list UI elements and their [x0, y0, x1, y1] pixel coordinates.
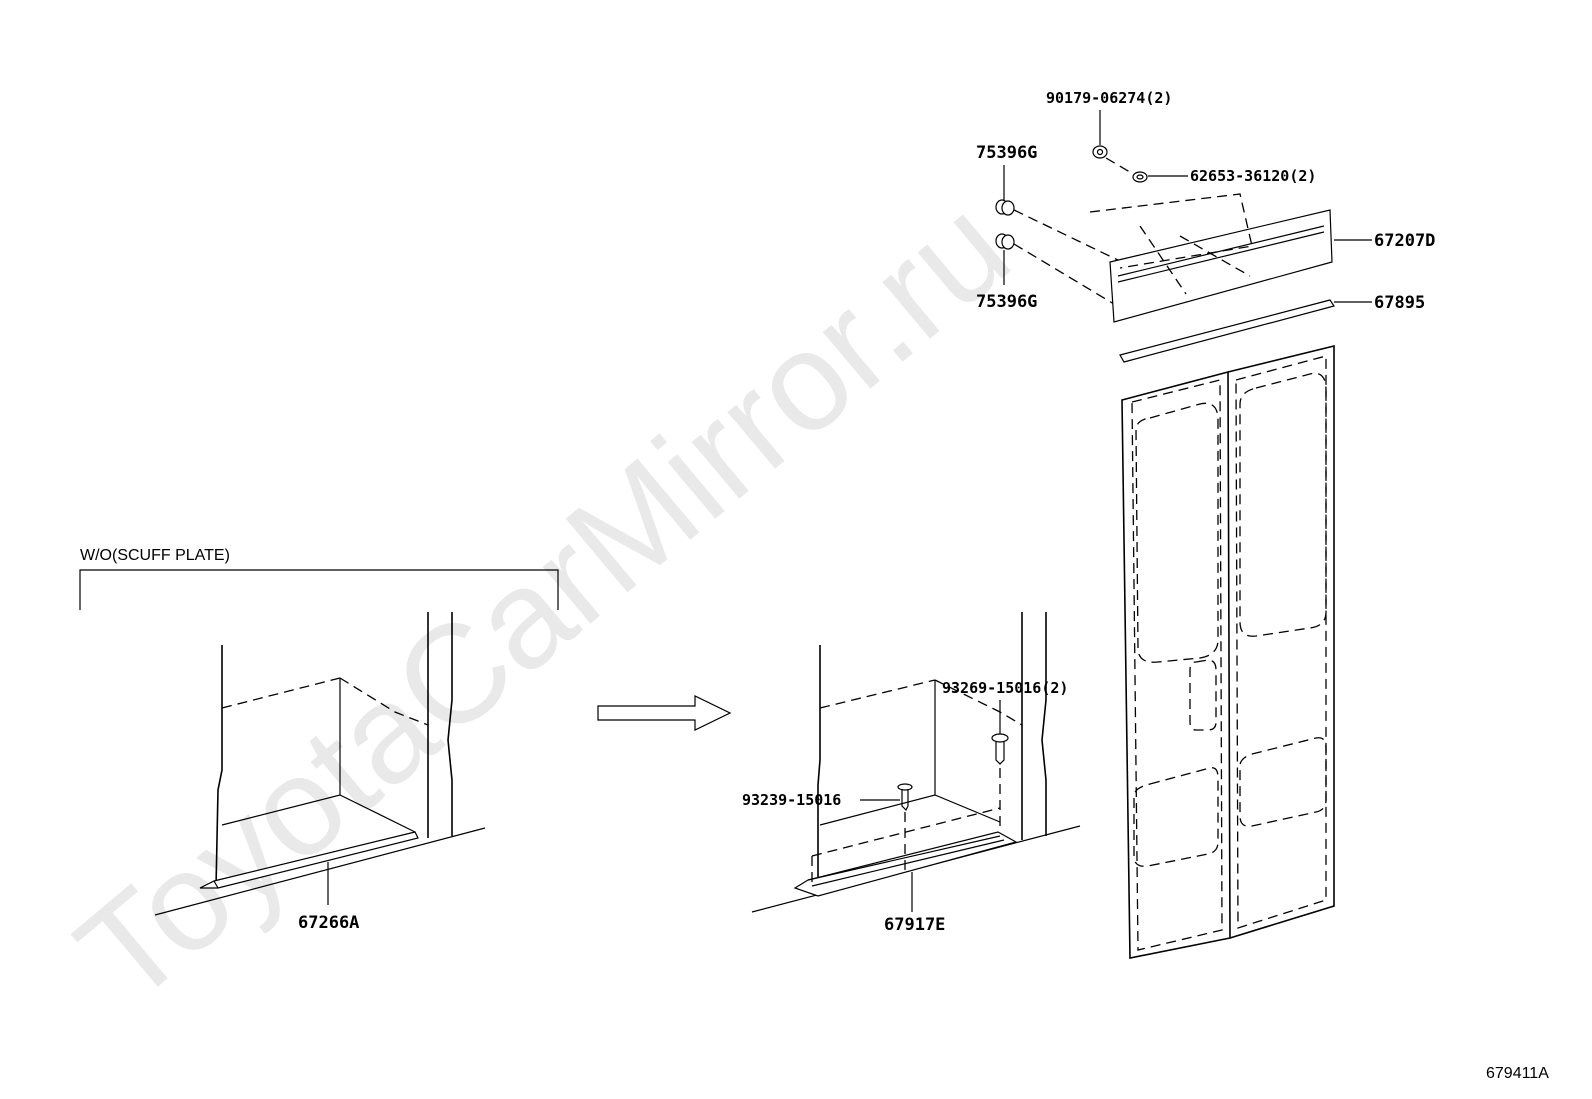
part-label-75396G-top: 75396G [976, 143, 1037, 163]
part-label-62653: 62653-36120(2) [1190, 167, 1316, 185]
middle-scuff-view: 93239-15016 93269-15016(2) 67917E [742, 612, 1081, 935]
watermark: ToyotaCarMirror.ru [48, 168, 1037, 1033]
screw-93239 [897, 783, 913, 872]
weatherstrip-67895 [1119, 299, 1335, 363]
washer-62653 [1132, 171, 1148, 183]
left-door [1121, 370, 1231, 959]
screw-93269 [991, 733, 1009, 832]
part-label-93269: 93269-15016(2) [942, 679, 1068, 697]
nut-90179 [1092, 145, 1108, 159]
clip-75396G-bottom [995, 233, 1015, 250]
clip-75396G-top [995, 199, 1015, 216]
part-label-93239: 93239-15016 [742, 791, 841, 809]
part-label-75396G-bottom: 75396G [976, 292, 1037, 312]
left-scuff-view: W/O(SCUFF PLATE) 67266A [79, 547, 559, 933]
part-label-67266A: 67266A [298, 913, 359, 933]
right-door-assembly: 90179-06274(2) 62653-36120(2) 75396G 753… [976, 89, 1435, 959]
right-door [1227, 344, 1335, 939]
figure-id: 679411A [1486, 1065, 1549, 1082]
part-label-90179: 90179-06274(2) [1046, 89, 1172, 107]
section-caption: W/O(SCUFF PLATE) [80, 547, 230, 564]
sill-67266A [199, 831, 419, 889]
part-label-67207D: 67207D [1374, 231, 1435, 251]
transition-arrow [597, 695, 732, 731]
section-bracket [79, 569, 559, 610]
part-label-67917E: 67917E [884, 915, 945, 935]
part-label-67895: 67895 [1374, 293, 1425, 313]
trim-panel-67207D [1109, 209, 1333, 323]
